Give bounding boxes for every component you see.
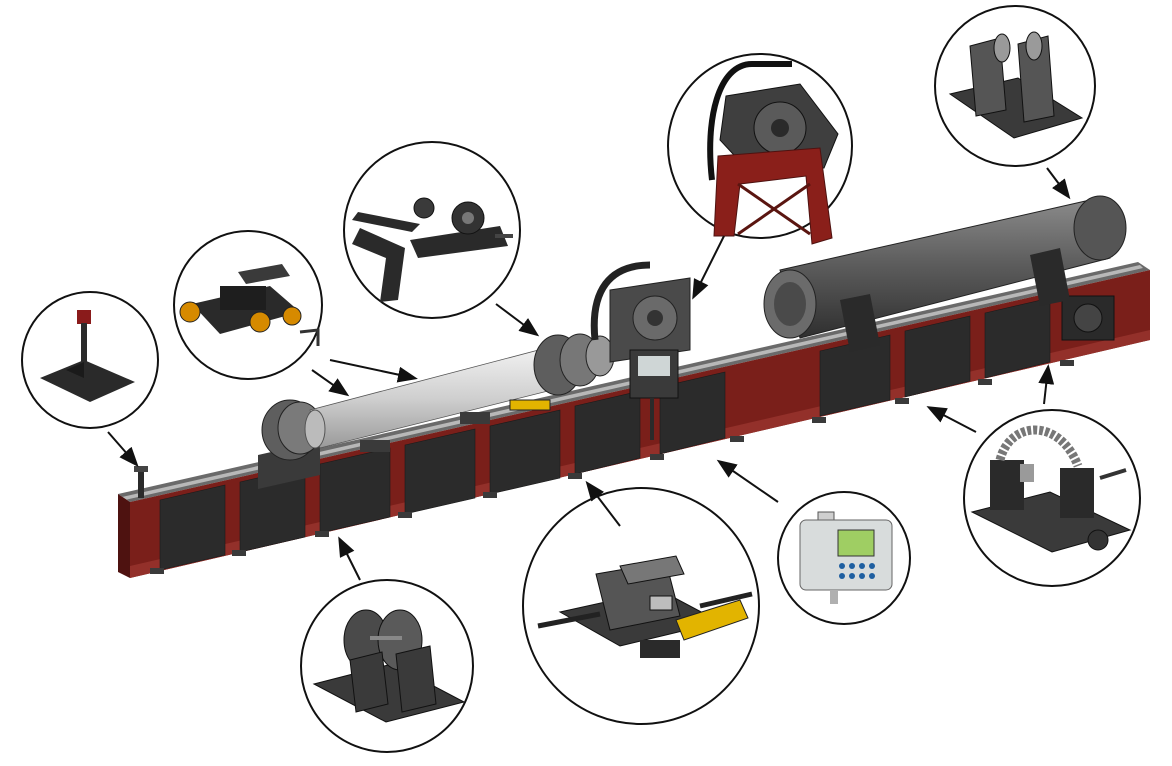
arrow-roller-top <box>1046 167 1071 200</box>
bed-pipe-stand <box>134 466 148 498</box>
arrow-pipe-stand <box>107 431 139 468</box>
callout-chain-vise-stand <box>963 409 1141 587</box>
arrow-hydraulic-clamp <box>585 480 621 527</box>
arrow-carriage-a <box>311 369 350 397</box>
arrow-carriage-b <box>329 359 418 383</box>
bed-feet <box>150 360 1074 574</box>
callout-arrows <box>107 167 1071 581</box>
callout-pipe-stand <box>21 291 159 429</box>
control-panel-icon <box>799 511 893 604</box>
callout-pipe-support-arms <box>343 141 521 319</box>
callout-welding-positioner <box>667 53 853 245</box>
arrow-control-pendant <box>716 459 779 503</box>
callout-hydraulic-clamp <box>522 487 760 725</box>
support-arm-icon <box>352 197 513 302</box>
arrow-chain-vise-a <box>926 406 977 433</box>
pipe-stand-icon <box>40 310 135 402</box>
bed-frame-front <box>118 494 130 578</box>
arrow-chain-vise-b <box>1038 364 1055 405</box>
bed-panels <box>159 297 1051 571</box>
roller-stand-icon <box>312 609 466 723</box>
arrow-support-arms <box>495 303 540 337</box>
bed-yellow-clamps <box>360 399 551 452</box>
chain-vise-icon <box>970 425 1132 553</box>
arrow-positioner <box>692 235 725 300</box>
hydraulic-clamp-icon <box>537 555 753 658</box>
callout-tailstock-carriage <box>173 230 323 380</box>
roller-stand-icon <box>948 31 1084 139</box>
large-dark-pipe <box>763 195 1127 352</box>
arrow-roller-bottom <box>338 536 361 581</box>
chuck-positioner <box>533 261 691 396</box>
callout-control-pendant <box>777 491 911 625</box>
callout-roller-stand-top <box>934 5 1096 167</box>
carriage-icon <box>179 264 320 346</box>
callout-roller-stand-bottom <box>300 579 474 753</box>
positioner-icon <box>707 61 839 245</box>
bed-control-panel <box>629 349 679 440</box>
